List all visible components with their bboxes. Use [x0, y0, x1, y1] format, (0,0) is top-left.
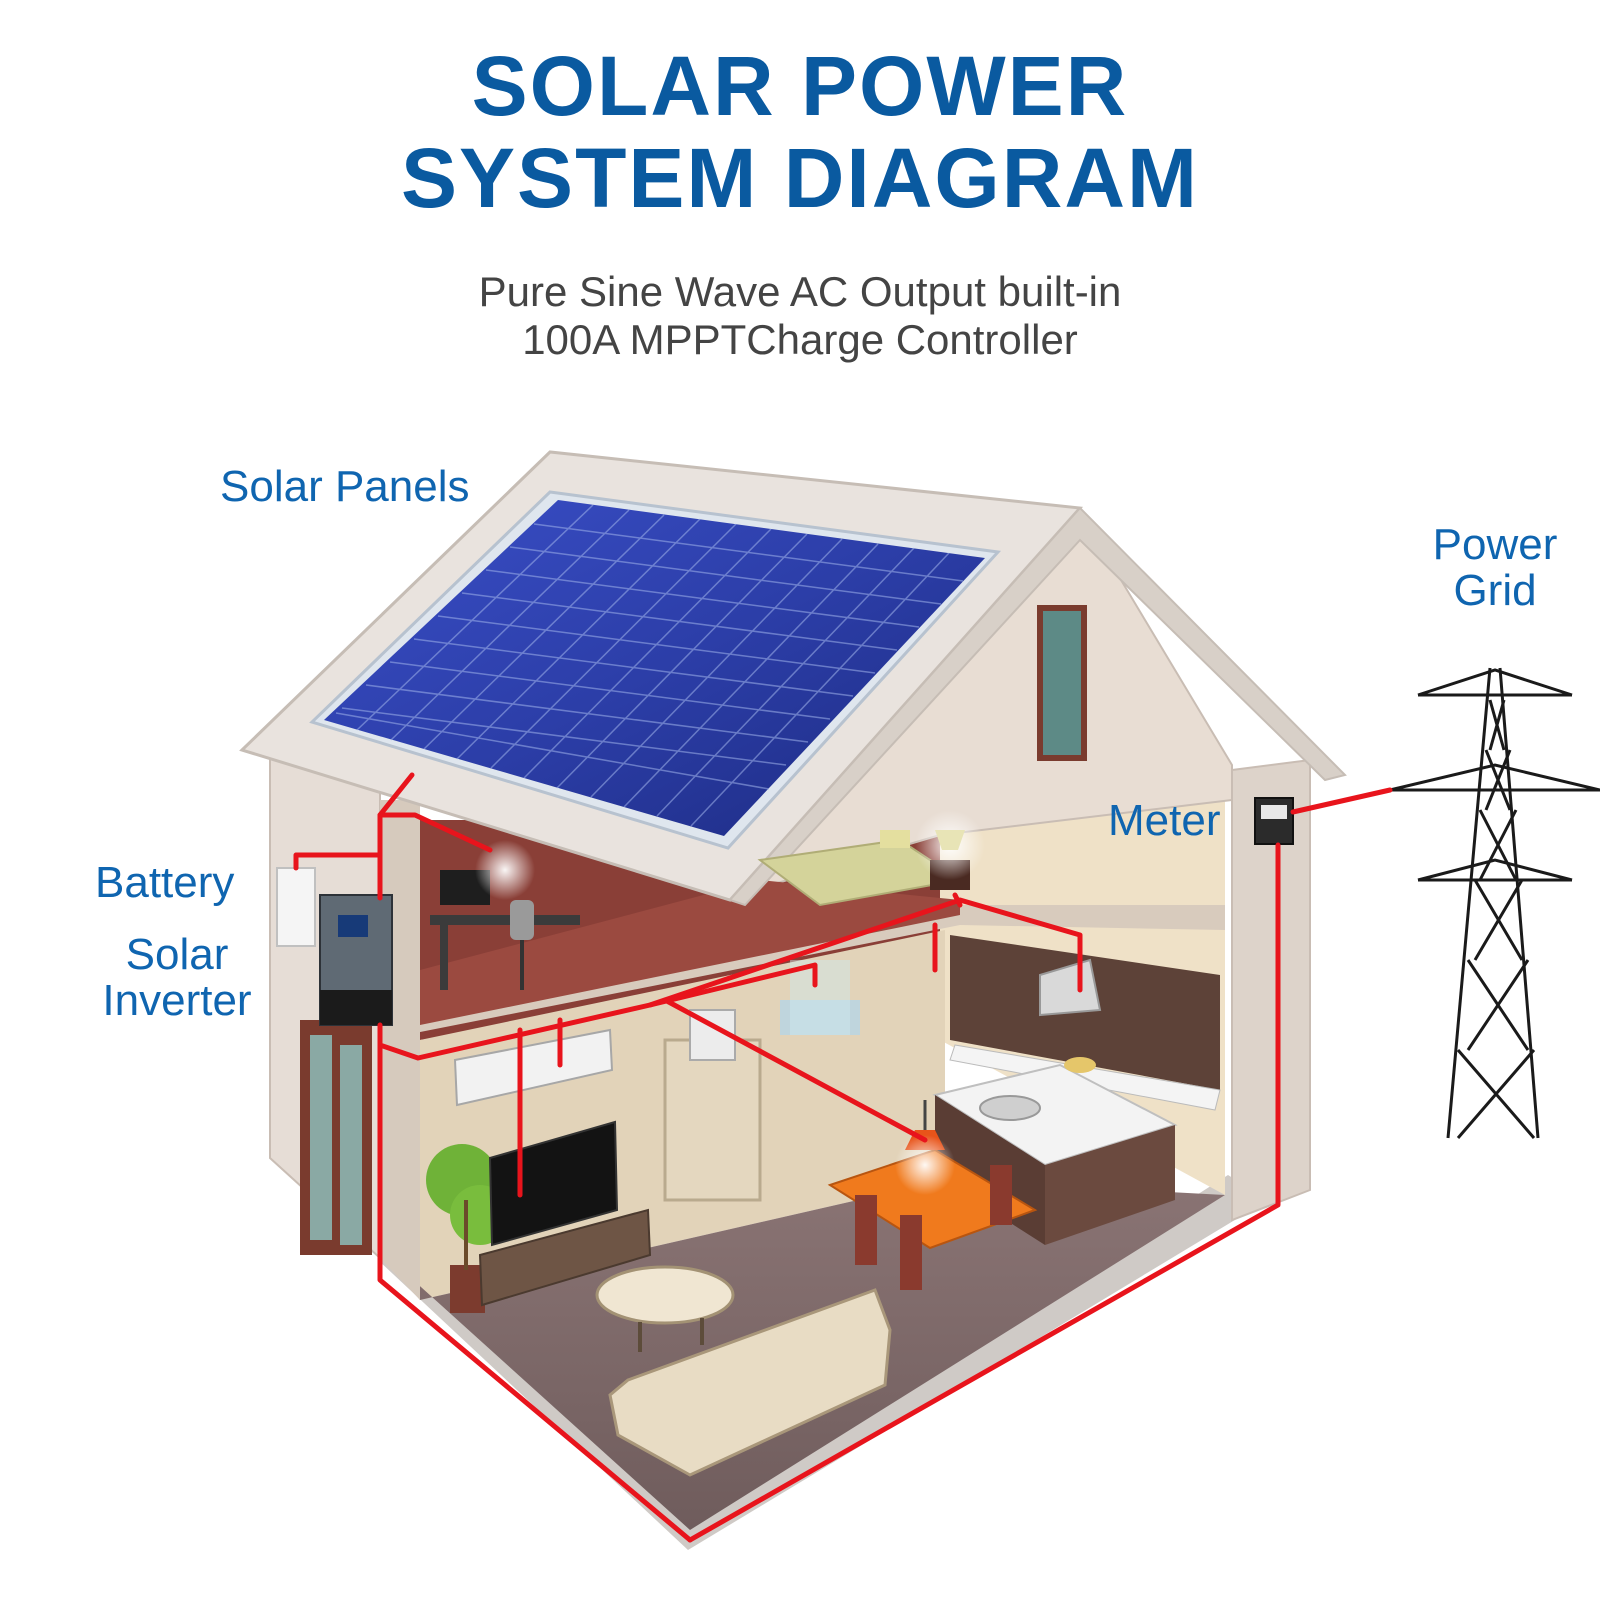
- wire-ground-right: [687, 842, 1281, 1543]
- kitchen-cabinets-upper: [950, 935, 1220, 1090]
- kitchen-sink: [979, 1095, 1041, 1121]
- dining-chair-1: [855, 1195, 877, 1265]
- power-tower: [1389, 667, 1600, 1139]
- roof-right: [728, 506, 1347, 907]
- label-solar-inverter: Solar Inverter: [102, 930, 252, 1025]
- front-door-glass-2: [340, 1045, 362, 1245]
- office-desk: [430, 915, 580, 925]
- title-line-1: SOLAR POWER: [471, 39, 1129, 133]
- page-subtitle: Pure Sine Wave AC Output built-in 100A M…: [0, 268, 1600, 364]
- label-power-grid: Power Grid: [1432, 520, 1558, 615]
- inverter-screen: [338, 915, 368, 937]
- wiring: [293, 772, 1393, 1543]
- meter-unit: [1254, 797, 1294, 845]
- shower-glass: [790, 960, 850, 1035]
- wire-bedroom: [952, 892, 963, 908]
- office-lamp-glow: [475, 840, 535, 900]
- wire-meter-to-grid: [1290, 787, 1393, 815]
- label-solar-panels: Solar Panels: [220, 462, 470, 511]
- upper-floor-slab: [380, 905, 1225, 1040]
- wire-panel-branch: [377, 812, 493, 853]
- gable-window: [1037, 605, 1087, 761]
- subtitle-line-2: 100A MPPTCharge Controller: [522, 316, 1078, 363]
- meter-display: [1261, 805, 1287, 819]
- subtitle-line-1: Pure Sine Wave AC Output built-in: [478, 268, 1122, 315]
- office-chair: [510, 900, 534, 940]
- interior-door: [663, 1038, 762, 1202]
- inverter-base: [320, 990, 392, 1025]
- front-door-glass: [310, 1035, 332, 1240]
- wire-ground-left: [377, 1042, 693, 1543]
- label-battery: Battery: [95, 858, 235, 907]
- page-title: SOLAR POWER SYSTEM DIAGRAM: [0, 40, 1600, 224]
- battery-unit: [276, 867, 316, 947]
- bathtub: [780, 1000, 860, 1035]
- label-meter: Meter: [1108, 796, 1221, 845]
- right-outer-wall: [1231, 758, 1311, 1222]
- pendant-lamp-glow: [895, 1135, 955, 1195]
- upper-room-floor: [420, 880, 960, 1025]
- range-hood: [1039, 958, 1102, 1017]
- solar-panel-grid: [335, 504, 964, 827]
- coffee-table: [595, 1265, 735, 1325]
- wire-battery: [293, 852, 383, 871]
- solar-panel: [324, 500, 985, 836]
- dining-chair-3: [990, 1165, 1012, 1225]
- title-line-2: SYSTEM DIAGRAM: [400, 131, 1200, 225]
- ground-base: [378, 1175, 1268, 1550]
- kitchen-island-front: [1045, 1125, 1175, 1245]
- pot: [1064, 1057, 1096, 1073]
- wire-loft: [647, 962, 818, 1008]
- wire-lamp: [662, 997, 928, 1143]
- sofa: [608, 1288, 892, 1477]
- office-desk-leg: [440, 925, 448, 990]
- plant-pot: [450, 1265, 485, 1313]
- dining-chair-2: [900, 1215, 922, 1290]
- tv-stand: [478, 1208, 652, 1307]
- bedroom-lamp-shade: [935, 830, 965, 850]
- bed-pillow: [880, 830, 910, 848]
